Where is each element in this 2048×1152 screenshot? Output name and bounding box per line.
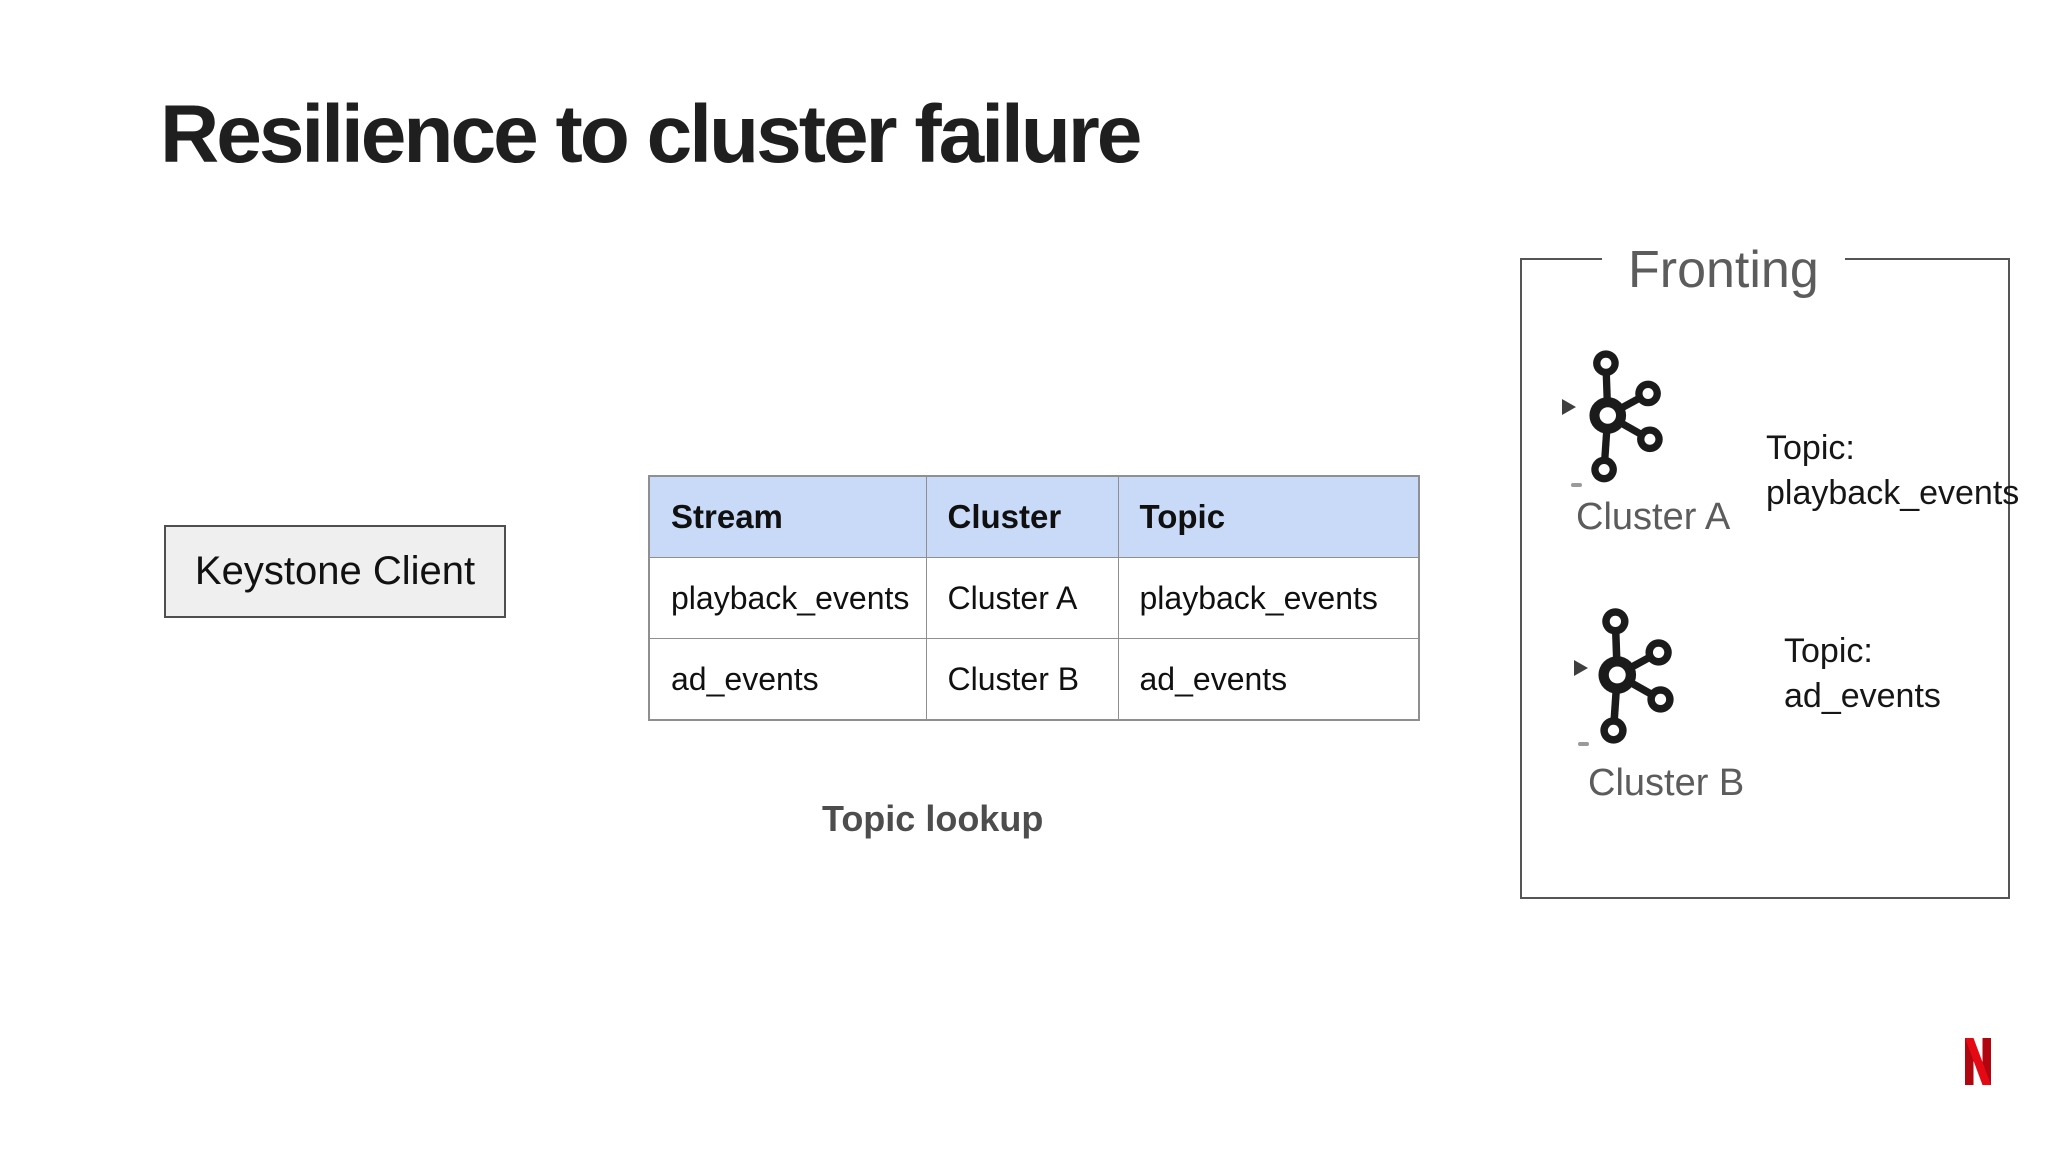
column-header-cluster: Cluster <box>925 475 1119 558</box>
table-row: ad_events Cluster B ad_events <box>648 638 1420 721</box>
cell-cluster: Cluster B <box>925 638 1119 721</box>
cell-stream: ad_events <box>648 638 927 721</box>
cell-topic: ad_events <box>1117 638 1420 721</box>
cluster-b-topic: Topic: ad_events <box>1784 629 1941 719</box>
table-row: playback_events Cluster A playback_event… <box>648 557 1420 639</box>
cluster-b-label: Cluster B <box>1588 762 1745 804</box>
cell-stream: playback_events <box>648 557 927 639</box>
fronting-label: Fronting <box>1602 241 1845 300</box>
cluster-a-label: Cluster A <box>1576 496 1731 538</box>
cluster-a-topic: Topic: playback_events <box>1766 426 2019 516</box>
topic-value: playback_events <box>1766 474 2020 512</box>
connector-stub-icon <box>1571 483 1582 487</box>
kafka-icon <box>1598 608 1674 744</box>
connector-stub-icon <box>1578 742 1589 746</box>
kafka-icon <box>1589 350 1663 483</box>
table-header-row: Stream Cluster Topic <box>648 475 1420 558</box>
keystone-client-box: Keystone Client <box>164 525 506 618</box>
table-caption: Topic lookup <box>822 798 1044 839</box>
slide-title: Resilience to cluster failure <box>160 89 1142 180</box>
topic-lookup-table: Stream Cluster Topic playback_events Clu… <box>648 475 1420 721</box>
cell-topic: playback_events <box>1117 557 1420 639</box>
topic-label: Topic: <box>1784 632 1873 670</box>
column-header-topic: Topic <box>1117 475 1420 558</box>
cell-cluster: Cluster A <box>925 557 1119 639</box>
topic-label: Topic: <box>1766 429 1855 467</box>
column-header-stream: Stream <box>648 475 927 558</box>
keystone-client-label: Keystone Client <box>194 549 476 593</box>
netflix-n-icon <box>1965 1038 1991 1085</box>
right-arrowhead-icon <box>1562 399 1576 415</box>
topic-value: ad_events <box>1784 677 1941 715</box>
fronting-group-box: Fronting Cluster A Topic: <box>1520 241 2019 899</box>
right-arrowhead-icon <box>1574 660 1588 676</box>
